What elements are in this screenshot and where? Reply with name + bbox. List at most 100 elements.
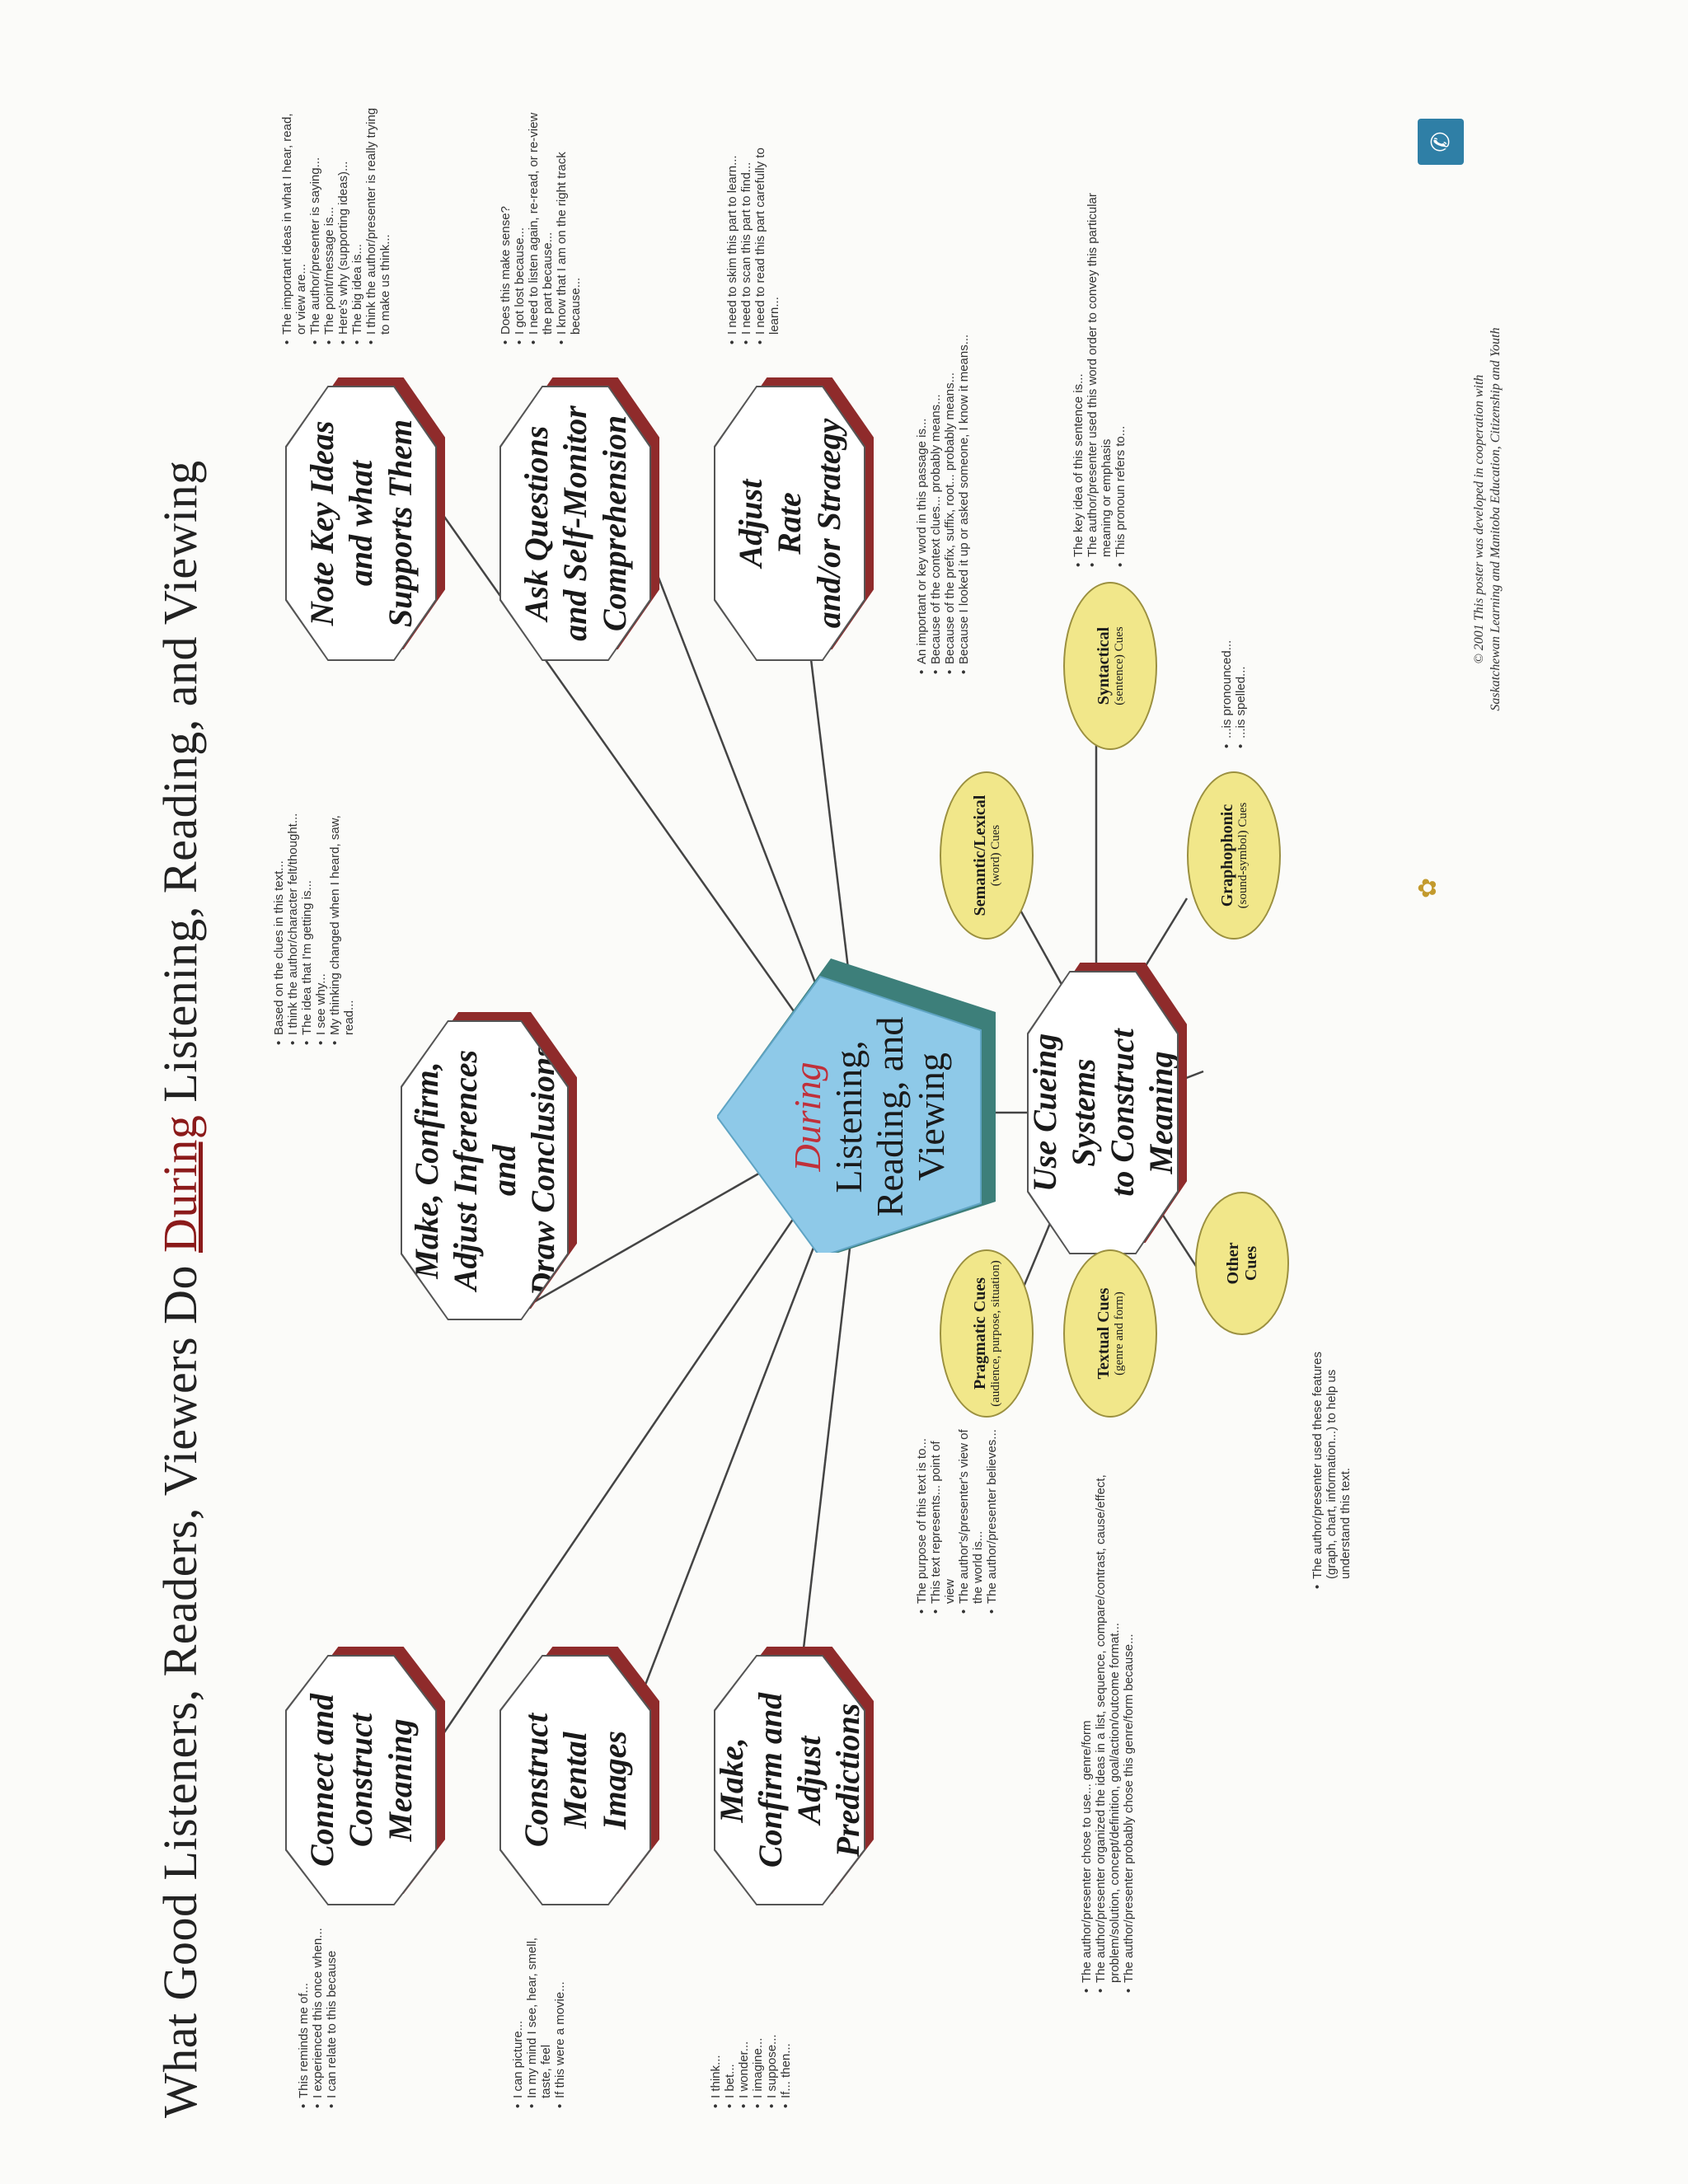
note-item: In my mind I see, hear, smell, taste, fe… [525, 1920, 553, 2098]
center-pentagon: During Listening, Reading, and Viewing [717, 956, 997, 1253]
notes-pragmatic: The purpose of this text is to...This te… [915, 1426, 999, 1615]
note-item: ...is spelled... [1234, 569, 1248, 738]
notes-key-ideas: The important ideas in what I hear, read… [280, 107, 392, 346]
note-item: I know that I am on the right track beca… [555, 107, 583, 335]
note-item: This pronoun refers to... [1114, 181, 1128, 557]
cue-textual-name: Textual Cues [1094, 1287, 1113, 1380]
strategy-mental-label: Construct Mental Images [518, 1713, 633, 1848]
cue-pragmatic-name: Pragmatic Cues [970, 1277, 989, 1390]
note-item: The author's/presenter's view of the wor… [957, 1426, 985, 1604]
strategy-questions: Ask Questions and Self-Monitor Comprehen… [501, 387, 649, 659]
cue-pragmatic-sub: (audience, purpose, situation) [988, 1260, 1002, 1407]
note-item: The author/presenter used these features… [1311, 1343, 1353, 1579]
strategy-key-ideas-label: Note Key Ideas and what Supports Them [303, 419, 419, 628]
note-item: I imagine... [751, 1920, 765, 2098]
strategy-rate-label: Adjust Rate and/or Strategy [732, 418, 847, 629]
cue-semantic-name: Semantic/Lexical [970, 794, 989, 916]
note-item: I need to scan this part to find... [739, 107, 753, 335]
center-line1: During [786, 1062, 828, 1172]
center-line3: Reading, and [869, 1016, 911, 1217]
cue-semantic-sub: (word) Cues [988, 824, 1002, 887]
note-item: Based on the clues in this text... [272, 783, 286, 1035]
strategy-predictions: Make, Confirm and Adjust Predictions [715, 1657, 864, 1904]
note-item: If this were a movie... [553, 1920, 567, 2098]
note-item: I wonder... [737, 1920, 751, 2098]
note-item: I experienced this once when... [311, 1920, 325, 2098]
note-item: The author/presenter organized the ideas… [1094, 1434, 1122, 1983]
cue-graphophonic-sub: (sound-symbol) Cues [1236, 802, 1250, 909]
note-item: I bet... [723, 1920, 737, 2098]
strategy-mental: Construct Mental Images [501, 1657, 649, 1904]
strategy-connect-label: Connect and Construct Meaning [303, 1693, 419, 1868]
cue-other-name: Other Cues [1224, 1242, 1260, 1285]
center-label: During Listening, Reading, and Viewing [786, 981, 952, 1253]
note-item: The idea that I'm getting is... [300, 783, 314, 1035]
strategy-questions-label: Ask Questions and Self-Monitor Comprehen… [518, 405, 633, 641]
footer-line2: Saskatchewan Learning and Manitoba Educa… [1489, 327, 1503, 711]
cue-graphophonic-name: Graphophonic [1217, 804, 1236, 907]
cue-pragmatic: Pragmatic Cues (audience, purpose, situa… [940, 1249, 1034, 1418]
strategy-key-ideas: Note Key Ideas and what Supports Them [287, 387, 435, 659]
note-item: Because of the context clues... probably… [929, 264, 943, 664]
note-item: The point/message is... [322, 107, 336, 335]
note-item: Does this make sense? [499, 107, 513, 335]
note-item: I think the author/presenter is really t… [364, 107, 392, 335]
cue-syntactical-name: Syntactical [1094, 626, 1113, 705]
note-item: I need to skim this part to learn... [725, 107, 739, 335]
cue-syntactical: Syntactical (sentence) Cues [1063, 582, 1157, 750]
cue-textual-sub: (genre and form) [1112, 1291, 1126, 1376]
strategy-predictions-label: Make, Confirm and Adjust Predictions [712, 1692, 867, 1868]
center-line2: Listening, [828, 1040, 870, 1193]
note-item: The big idea is... [350, 107, 364, 335]
note-item: I suppose... [765, 1920, 779, 2098]
pentagon-shape [717, 958, 996, 1253]
figure-icon: ✿ [1414, 877, 1442, 898]
notes-other: The author/presenter used these features… [1311, 1343, 1353, 1591]
note-item: The important ideas in what I hear, read… [280, 107, 308, 335]
cue-syntactical-sub: (sentence) Cues [1112, 626, 1126, 705]
note-item: The author/presenter used this word orde… [1085, 181, 1114, 557]
cue-semantic: Semantic/Lexical (word) Cues [940, 771, 1034, 940]
notes-textual: The author/presenter chose to use... gen… [1080, 1434, 1136, 1994]
notes-inferences: Based on the clues in this text...I thin… [272, 783, 356, 1047]
note-item: The author/presenter chose to use... gen… [1080, 1434, 1094, 1983]
note-item: I got lost because... [513, 107, 527, 335]
note-item: The author/presenter is saying... [308, 107, 322, 335]
note-item: My thinking changed when I heard, saw, r… [328, 783, 356, 1035]
note-item: I think the author/character felt/though… [286, 783, 300, 1035]
notes-syntactical: The key idea of this sentence is...The a… [1071, 181, 1128, 569]
note-item: The author/presenter probably chose this… [1122, 1434, 1136, 1983]
note-item: This reminds me of... [297, 1920, 311, 2098]
note-item: I need to read this part carefully to le… [753, 107, 781, 335]
note-item: Because I looked it up or asked someone,… [957, 264, 971, 664]
notes-rate: I need to skim this part to learn...I ne… [725, 107, 781, 346]
notes-questions: Does this make sense?I got lost because.… [499, 107, 583, 346]
note-item: I can picture... [511, 1920, 525, 2098]
strategy-inferences-label: Make, Confirm, Adjust Inferences and Dra… [407, 1044, 562, 1296]
footer-line1: © 2001 This poster was developed in coop… [1472, 374, 1486, 664]
strategy-cueing: Use Cueing Systems to Construct Meaning [1029, 972, 1177, 1253]
notes-mental: I can picture...In my mind I see, hear, … [511, 1920, 567, 2110]
strategy-rate: Adjust Rate and/or Strategy [715, 387, 864, 659]
strategy-cueing-label: Use Cueing Systems to Construct Meaning [1025, 1029, 1180, 1197]
note-item: The purpose of this text is to... [915, 1426, 929, 1604]
cue-textual: Textual Cues (genre and form) [1063, 1249, 1157, 1418]
note-item: This text represents... point of view [929, 1426, 957, 1604]
center-line4: Viewing [910, 1052, 952, 1181]
cue-other: Other Cues [1195, 1192, 1289, 1335]
footer-credit: © 2001 This poster was developed in coop… [1471, 206, 1504, 832]
note-item: Because of the prefix, suffix, root... p… [943, 264, 957, 664]
strategy-connect: Connect and Construct Meaning [287, 1657, 435, 1904]
note-item: I can relate to this because [325, 1920, 339, 2098]
notes-connect: This reminds me of...I experienced this … [297, 1920, 339, 2110]
note-item: The author/presenter believes... [985, 1426, 999, 1604]
note-item: The key idea of this sentence is... [1071, 181, 1085, 557]
note-item: I see why... [314, 783, 328, 1035]
note-item: I think... [709, 1920, 723, 2098]
strategy-inferences: Make, Confirm, Adjust Inferences and Dra… [402, 1022, 567, 1319]
notes-semantic: An important or key word in this passage… [915, 264, 971, 676]
publisher-logo: ✆ [1418, 119, 1464, 165]
notes-predictions: I think...I bet...I wonder...I imagine..… [709, 1920, 793, 2110]
note-item: I need to listen again, re-read, or re-v… [527, 107, 555, 335]
